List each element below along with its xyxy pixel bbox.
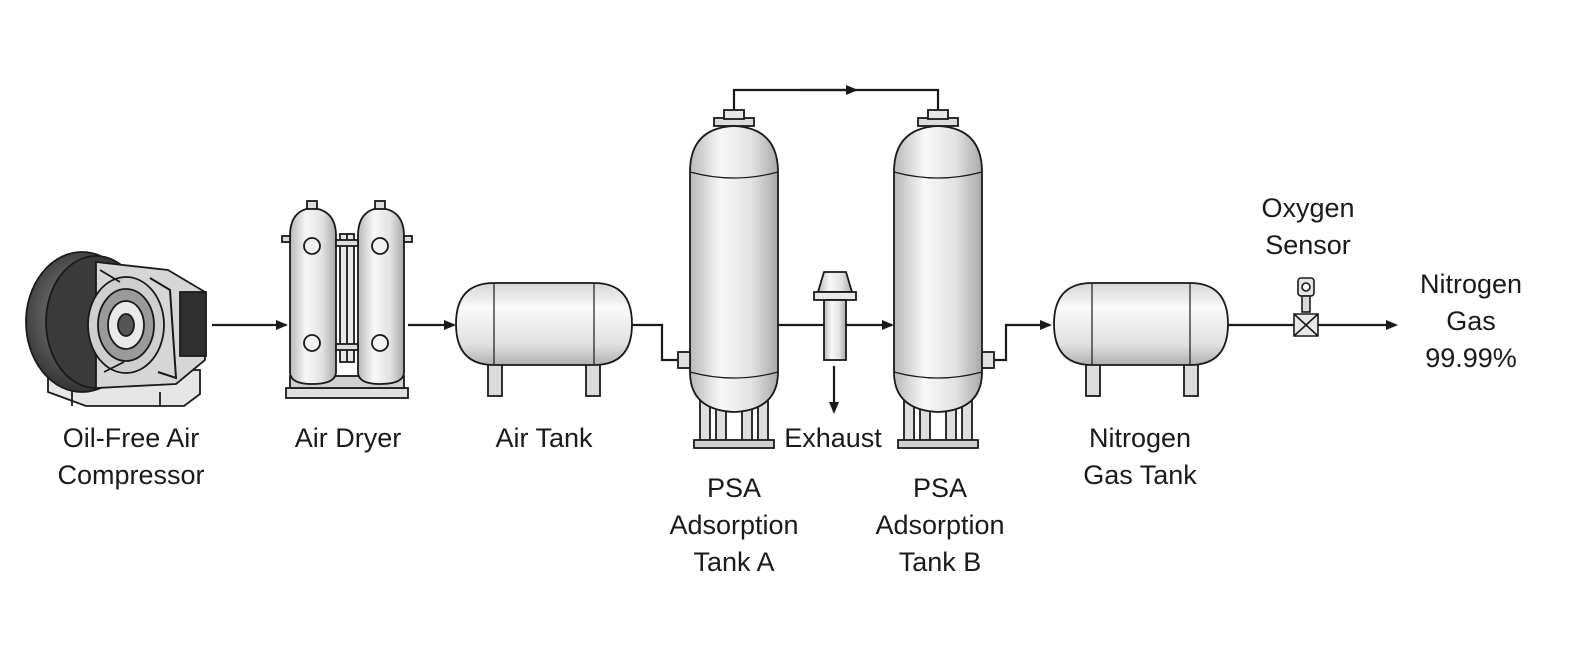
vertical-vessel-icon: [677, 109, 779, 449]
horizontal-tank-icon: [1053, 282, 1229, 397]
horizontal-tank-icon: [455, 282, 633, 397]
pipe-psa-b-to-n2-tank: [988, 320, 1052, 362]
pipe-top-crossover: [732, 88, 940, 118]
label-psa-adsorption-tank-b: PSA Adsorption Tank B: [875, 473, 1005, 577]
label-air-dryer: Air Dryer: [294, 423, 402, 453]
air-compressor-icon: [25, 251, 207, 407]
label-oxygen-sensor: Oxygen Sensor: [1261, 193, 1355, 260]
flow-lines: [212, 85, 1398, 414]
pipe-airtank-to-psa-a: [632, 323, 688, 362]
label-nitrogen-gas-output: Nitrogen Gas 99.99%: [1419, 269, 1523, 373]
vertical-vessel-icon: [893, 109, 995, 449]
oxygen-sensor-icon: [1293, 277, 1319, 337]
label-nitrogen-gas-tank: Nitrogen Gas Tank: [1083, 423, 1197, 490]
label-psa-adsorption-tank-a: PSA Adsorption Tank A: [669, 473, 799, 577]
air-dryer-icon: [281, 200, 413, 399]
label-oil-free-air-compressor: Oil-Free Air Compressor: [57, 423, 205, 490]
label-exhaust: Exhaust: [784, 423, 882, 453]
exhaust-muffler-icon: [813, 271, 857, 361]
label-air-tank: Air Tank: [495, 423, 593, 453]
